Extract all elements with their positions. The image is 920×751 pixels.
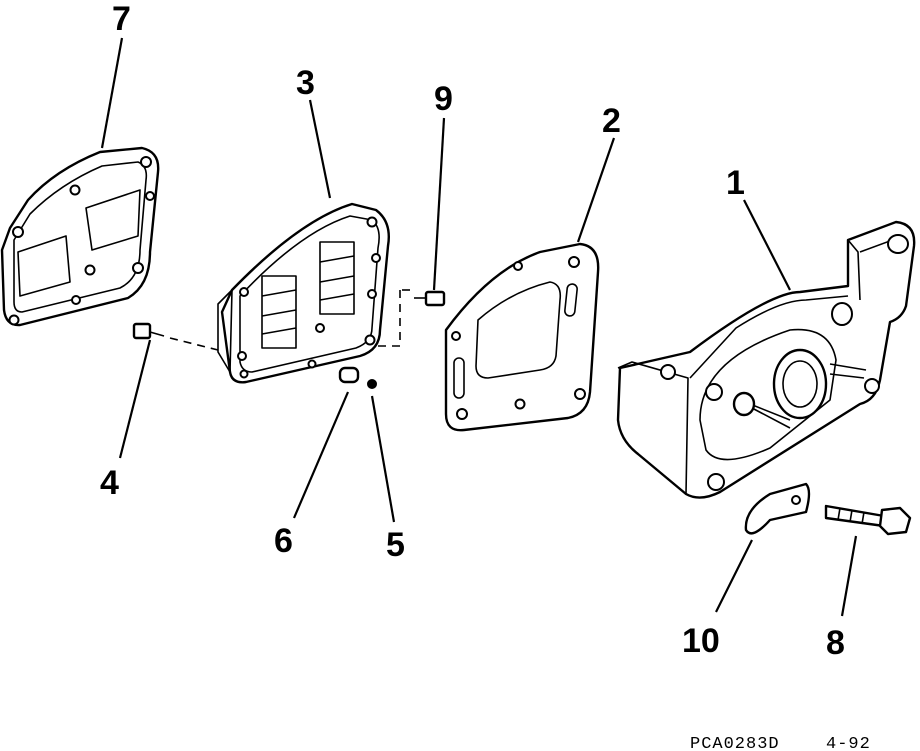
drawing-code: PCA0283D xyxy=(690,735,780,751)
callout-10: 10 xyxy=(682,622,720,660)
part-10-clamp xyxy=(744,482,811,535)
housing-stud-lower xyxy=(732,391,791,429)
callout-7: 7 xyxy=(112,0,131,38)
part-3-reed-plate xyxy=(217,202,390,384)
part-6-dowel xyxy=(338,366,360,384)
alignment-lines xyxy=(169,289,414,351)
housing-boss xyxy=(772,348,828,420)
callout-8: 8 xyxy=(826,624,845,662)
callout-6: 6 xyxy=(274,522,293,560)
housing-stud-right xyxy=(829,363,867,379)
callout-1: 1 xyxy=(726,164,745,202)
part-8-bolt xyxy=(824,504,912,536)
part-2-gasket xyxy=(444,242,600,432)
part-4-screw xyxy=(132,322,165,340)
callout-3: 3 xyxy=(296,64,315,102)
part-5-nut xyxy=(367,379,377,389)
reed-block-left xyxy=(261,275,297,349)
leader-lines xyxy=(100,37,858,617)
callout-2: 2 xyxy=(602,102,621,140)
callout-4: 4 xyxy=(100,464,119,502)
callout-5: 5 xyxy=(386,526,405,564)
part-9-screw xyxy=(414,290,446,307)
drawing-date: 4-92 xyxy=(826,735,871,751)
reed-block-right xyxy=(319,241,355,315)
part-1-housing xyxy=(616,220,916,499)
part-7-gasket xyxy=(0,146,160,327)
callout-9: 9 xyxy=(434,80,453,118)
